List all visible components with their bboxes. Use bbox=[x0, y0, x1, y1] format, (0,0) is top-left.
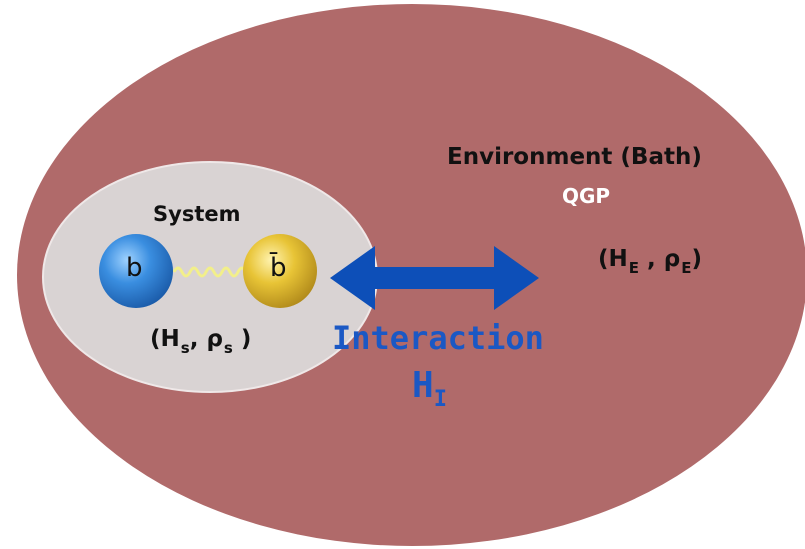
antiquark-sphere bbox=[243, 234, 317, 308]
system-ellipse bbox=[42, 161, 378, 393]
system-title: System bbox=[153, 202, 241, 226]
interaction-hamiltonian-subscript: I bbox=[433, 387, 447, 412]
environment-density-subscript: E bbox=[681, 259, 692, 277]
environment-subtitle: QGP bbox=[562, 184, 611, 208]
system-hamiltonian: H bbox=[160, 326, 180, 352]
spring-bond-icon bbox=[172, 266, 248, 278]
interaction-hamiltonian: HI bbox=[412, 368, 447, 411]
environment-hamiltonian: H bbox=[608, 246, 628, 272]
environment-density: ρ bbox=[663, 246, 681, 272]
system-density: ρ bbox=[206, 326, 223, 352]
interaction-label: Interaction bbox=[332, 319, 544, 357]
quark-label: b bbox=[126, 253, 143, 283]
interaction-hamiltonian-symbol: H bbox=[412, 365, 434, 406]
environment-state: (HE , ρE) bbox=[598, 246, 703, 277]
system-hamiltonian-subscript: s bbox=[180, 339, 190, 357]
system-density-subscript: s bbox=[223, 339, 233, 357]
quark-sphere bbox=[99, 234, 173, 308]
antiquark-label: b̄ bbox=[270, 253, 287, 283]
environment-title: Environment (Bath) bbox=[447, 144, 702, 170]
double-arrow-icon bbox=[330, 246, 539, 310]
environment-hamiltonian-subscript: E bbox=[628, 259, 640, 277]
system-state: (Hs, ρs ) bbox=[150, 326, 252, 357]
